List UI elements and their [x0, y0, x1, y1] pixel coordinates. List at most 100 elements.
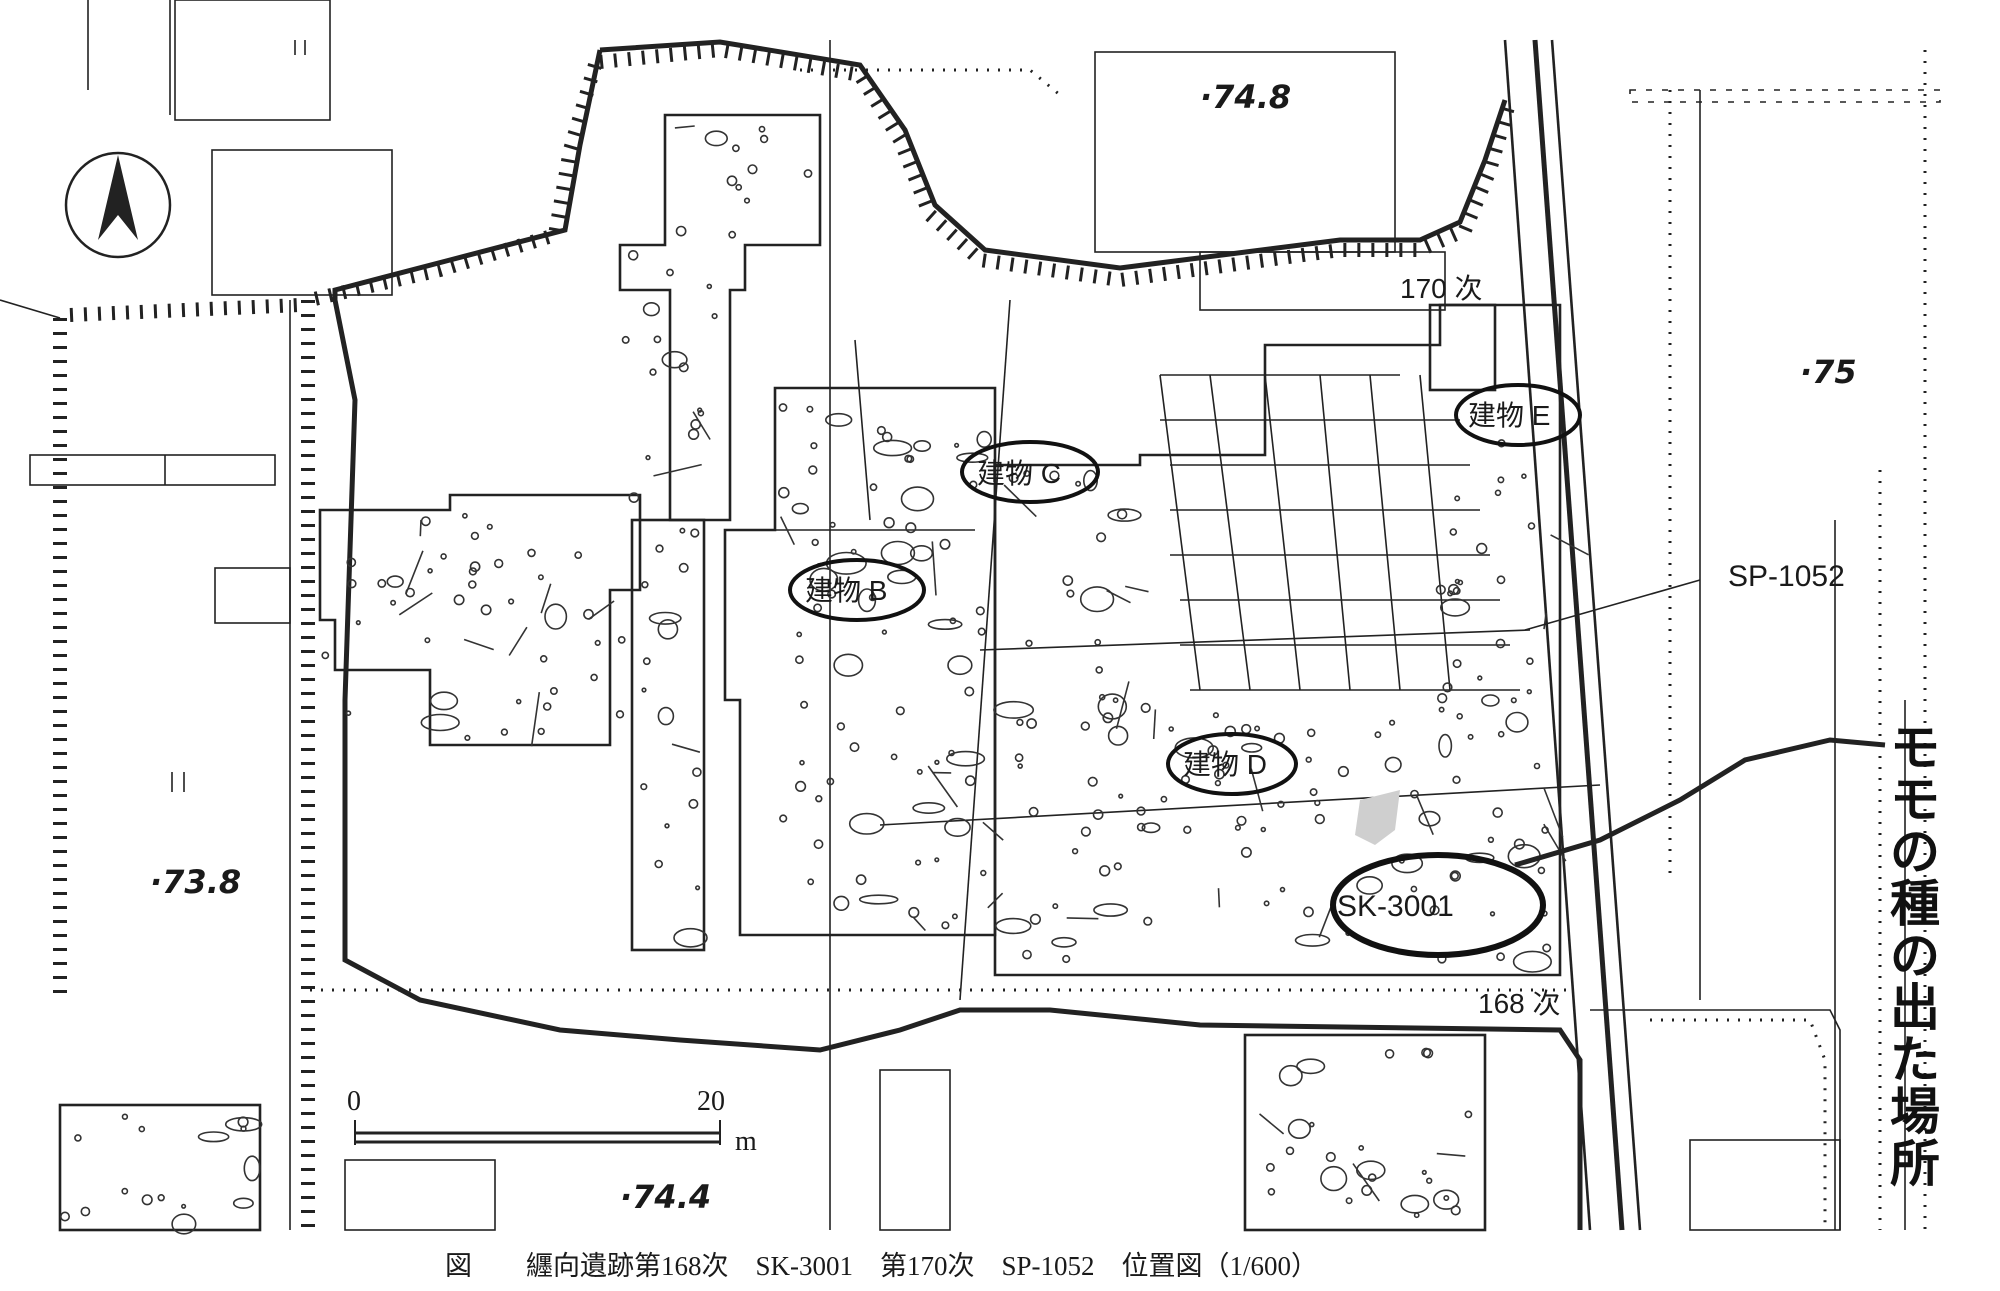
shaded-feature — [1355, 790, 1400, 845]
feature-mark — [390, 599, 397, 606]
feature-mark — [1080, 721, 1091, 731]
handwritten-note-char: 出 — [1890, 978, 1940, 1037]
railway-lines — [1503, 39, 1642, 1231]
handwritten-note-char: 所 — [1890, 1134, 1940, 1193]
feature-mark — [914, 859, 922, 866]
feature-mark — [377, 578, 387, 588]
building-e-label: 建物 E — [1468, 400, 1550, 431]
feature-mark — [427, 567, 433, 574]
feature-mark — [982, 821, 1004, 841]
feature-mark — [1263, 900, 1270, 907]
feature-mark — [1260, 826, 1267, 833]
feature-mark — [1475, 542, 1488, 555]
feature-mark — [661, 350, 688, 369]
feature-mark — [1456, 712, 1463, 720]
feature-mark — [895, 706, 905, 716]
feature-mark — [1429, 905, 1440, 916]
feature-mark — [224, 1116, 263, 1132]
feature-mark — [346, 557, 357, 568]
feature-mark — [1454, 495, 1461, 502]
feature-mark — [1278, 1064, 1303, 1087]
feature-mark — [909, 544, 934, 562]
elevation-73-8: ·73.8 — [150, 863, 241, 901]
feature-mark — [976, 430, 993, 449]
feature-mark — [530, 691, 541, 747]
feature-mark — [858, 894, 899, 905]
excavation-trenches — [58, 113, 1562, 1232]
feature-mark — [1358, 1145, 1365, 1151]
feature-mark — [1095, 666, 1103, 674]
feature-mark — [467, 580, 477, 589]
trench-north-east — [1428, 303, 1497, 392]
scale-start-label: 0 — [347, 1086, 361, 1117]
feature-mark — [157, 1193, 165, 1202]
feature-mark — [913, 439, 932, 452]
feature-mark — [1352, 1163, 1380, 1202]
feature-mark — [1325, 1151, 1336, 1163]
feature-mark — [1016, 718, 1024, 727]
feature-mark — [759, 134, 769, 144]
feature-mark — [956, 452, 989, 464]
feature-mark — [1337, 765, 1349, 778]
feature-mark — [690, 418, 702, 430]
feature-mark — [947, 655, 973, 676]
feature-mark — [1217, 888, 1221, 908]
feature-mark — [1449, 528, 1458, 536]
feature-mark — [706, 283, 713, 290]
feature-mark — [829, 521, 836, 528]
feature-mark — [641, 580, 649, 589]
feature-mark — [1296, 1058, 1326, 1075]
feature-mark — [1023, 469, 1031, 477]
feature-mark — [1464, 1110, 1473, 1119]
feature-mark — [420, 516, 431, 527]
feature-mark — [777, 486, 790, 499]
feature-mark — [1141, 822, 1161, 834]
building-c-label: 建物 C — [977, 458, 1061, 489]
sk-3001-label: SK-3001 — [1337, 890, 1454, 923]
feature-mark — [908, 906, 920, 919]
feature-mark — [1452, 775, 1461, 784]
trench-building-b — [723, 386, 997, 937]
feature-mark — [1309, 788, 1318, 797]
handwritten-note-char: の — [1890, 822, 1940, 881]
feature-mark — [679, 527, 686, 534]
feature-mark — [429, 691, 459, 711]
feature-mark — [1494, 489, 1502, 497]
feature-mark — [657, 618, 679, 640]
feature-mark — [464, 734, 471, 742]
feature-mark — [944, 817, 971, 838]
feature-mark — [1240, 742, 1263, 753]
handwritten-note-char: た — [1890, 1030, 1940, 1089]
feature-mark — [1495, 638, 1506, 649]
feature-mark — [1384, 756, 1402, 773]
feature-mark — [1152, 709, 1157, 740]
feature-mark — [939, 538, 951, 550]
feature-mark — [824, 412, 853, 427]
feature-mark — [1303, 906, 1314, 918]
building-e-marker: 建物 E — [1454, 383, 1582, 447]
scale-unit-label: m — [735, 1126, 757, 1157]
survey-170-label: 170 次 — [1400, 273, 1483, 304]
trench-north — [618, 113, 822, 522]
feature-mark — [1224, 725, 1237, 738]
feature-mark — [1098, 693, 1106, 701]
feature-mark — [1028, 806, 1039, 817]
handwritten-note-char: モ — [1890, 770, 1940, 829]
feature-mark — [836, 722, 846, 731]
feature-mark — [1062, 575, 1074, 586]
feature-mark — [1543, 787, 1564, 838]
feature-mark — [850, 548, 857, 555]
feature-mark — [794, 780, 807, 793]
feature-mark — [1384, 1049, 1395, 1059]
feature-mark — [574, 551, 583, 559]
feature-mark — [869, 483, 878, 492]
feature-mark — [1062, 954, 1071, 964]
feature-mark — [795, 655, 804, 665]
feature-mark — [527, 548, 536, 558]
feature-mark — [674, 125, 695, 129]
feature-mark — [642, 302, 661, 317]
feature-mark — [1258, 1113, 1285, 1135]
feature-mark — [1107, 508, 1142, 522]
feature-mark — [1367, 1173, 1377, 1182]
